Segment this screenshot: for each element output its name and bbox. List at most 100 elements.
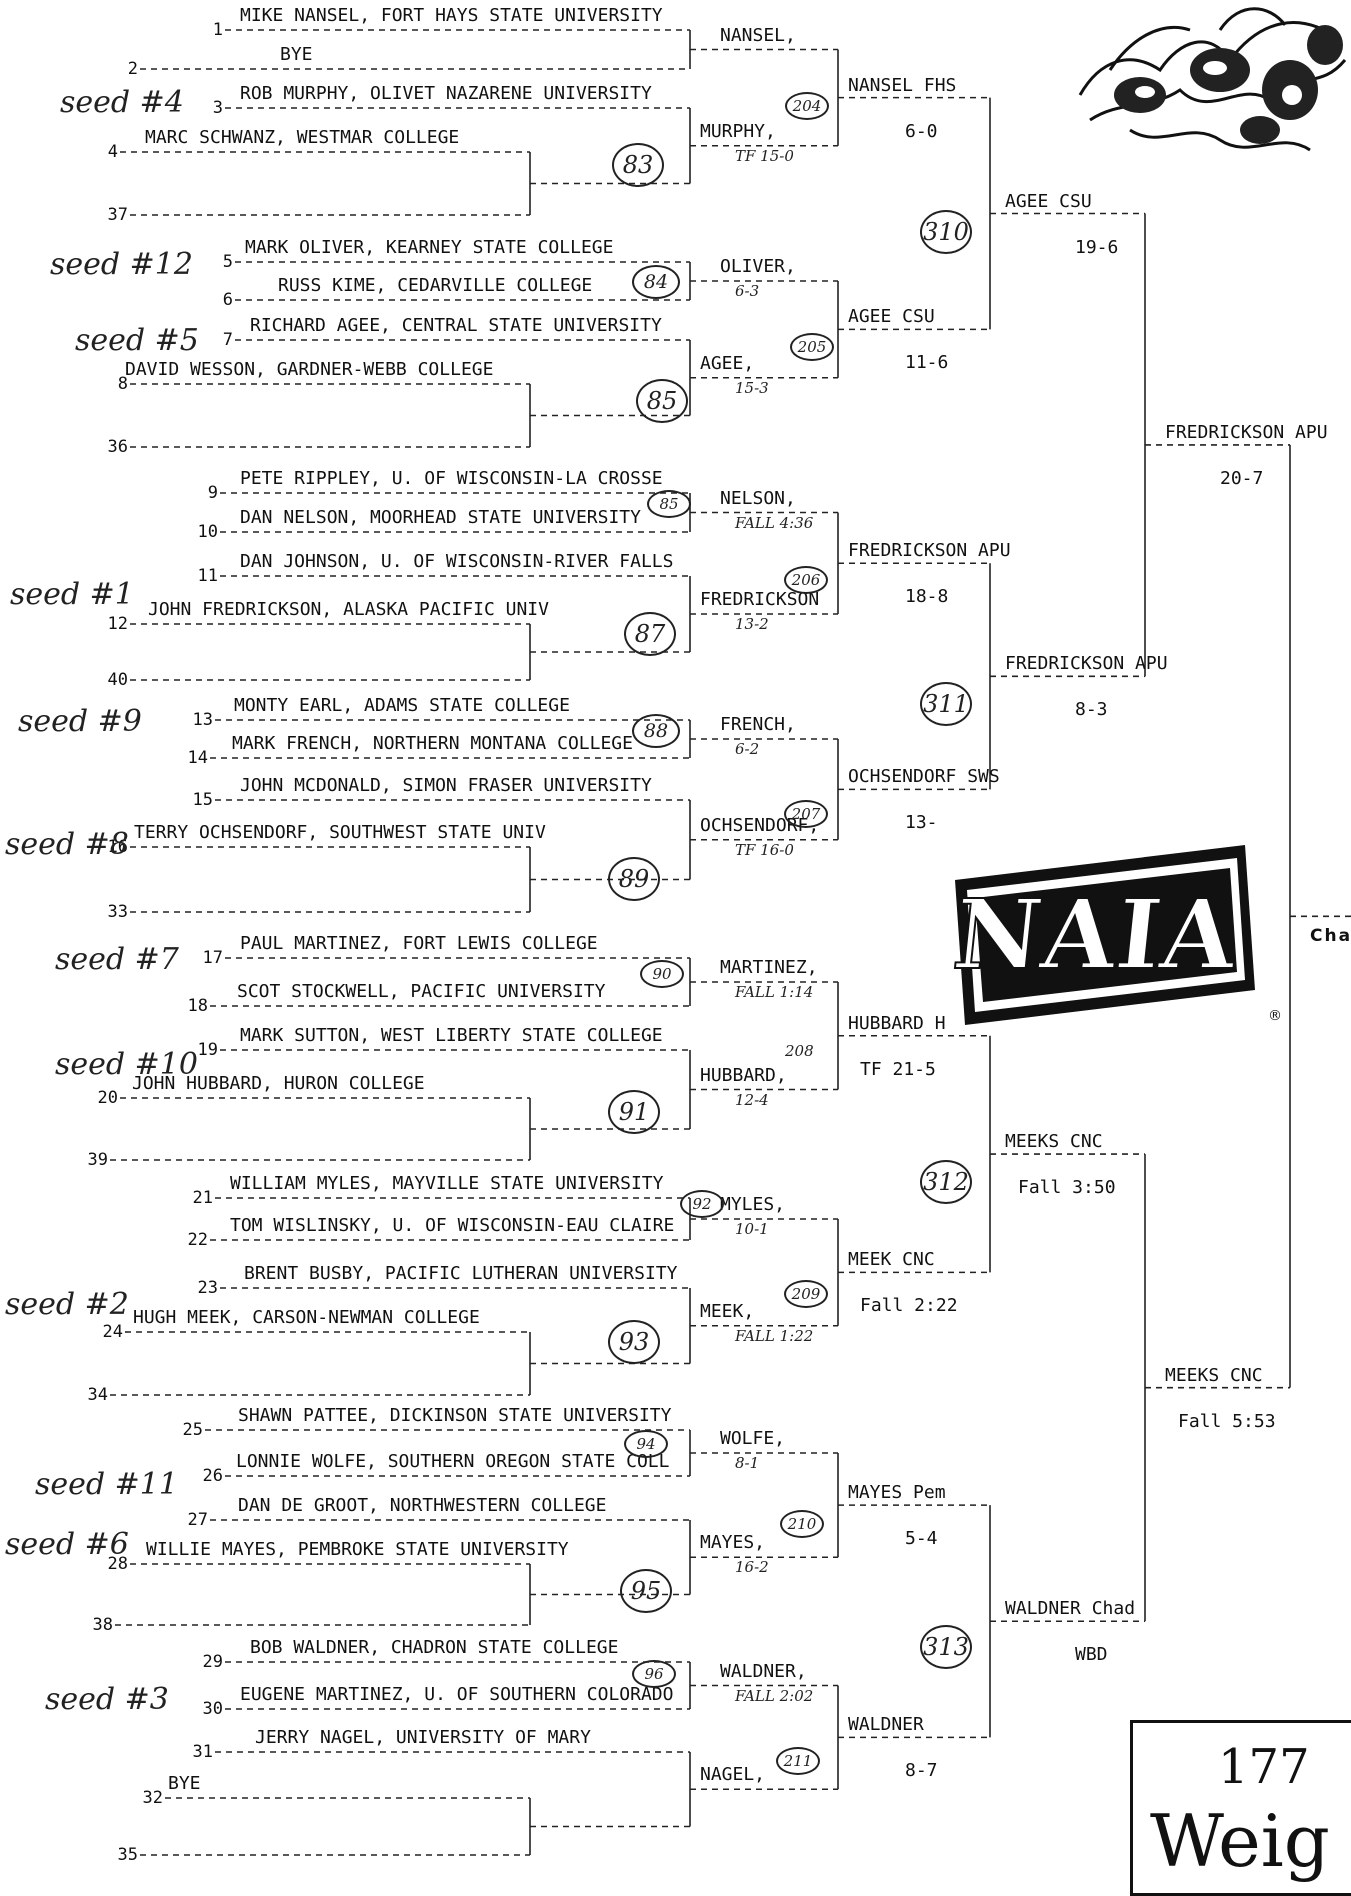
round1-winner: NELSON, [720,487,796,509]
slot-number: 5 [222,252,233,272]
round3-winner: AGEE CSU [1005,190,1092,212]
round2-score: 8-7 [905,1760,938,1782]
round1-winner: OLIVER, [720,256,796,277]
round1-score: FALL 4:36 [735,513,814,532]
seed-annotation: seed #9 [18,704,142,739]
wrestler-name: MARK SUTTON, WEST LIBERTY STATE COLLEGE [240,1025,663,1046]
wrestler-name: JERRY NAGEL, UNIVERSITY OF MARY [255,1727,591,1748]
slot-number: 23 [197,1278,218,1298]
round2-winner: HUBBARD H [848,1012,946,1034]
round2-winner: MEEK CNC [848,1249,935,1271]
bout-number-circle: 204 [785,92,829,120]
naia-logo-text: NAIA [948,878,1243,991]
round1-score: 13-2 [735,615,769,633]
bout-number-circle: 312 [920,1160,972,1204]
bout-number-circle: 85 [636,379,688,423]
slot-number: 8 [117,374,128,394]
round3-winner: WALDNER Chad [1005,1598,1136,1620]
wrestler-name: PAUL MARTINEZ, FORT LEWIS COLLEGE [240,933,598,954]
slot-number: 10 [197,522,218,542]
wrestler-name: MARK OLIVER, KEARNEY STATE COLLEGE [245,237,614,258]
round1-winner: NANSEL, [720,24,796,46]
bout-number-circle: 89 [608,857,660,901]
wrestler-name: MARC SCHWANZ, WESTMAR COLLEGE [145,127,460,148]
round2-winner: AGEE CSU [848,306,935,328]
bout-number-circle: 209 [784,1280,828,1308]
bout-number-circle: 205 [790,333,834,361]
round3-score: 8-3 [1075,699,1108,721]
seed-annotation: seed #7 [55,942,179,977]
seed-annotation: seed #6 [5,1527,129,1562]
round1-winner: HUBBARD, [700,1064,787,1086]
seed-annotation: seed #3 [45,1682,169,1717]
slot-number: 21 [192,1188,213,1208]
round1-winner: AGEE, [700,352,755,374]
slot-number: 17 [202,948,223,968]
round1-score: FALL 1:22 [735,1326,814,1345]
bout-number-circle: 90 [640,960,684,988]
wrestler-name: HUGH MEEK, CARSON-NEWMAN COLLEGE [133,1307,480,1328]
round2-winner: NANSEL FHS [848,74,957,96]
slot-number: 28 [107,1554,128,1574]
slot-number: 2 [127,59,138,79]
slot-number: 24 [102,1322,123,1342]
wrestler-name: TERRY OCHSENDORF, SOUTHWEST STATE UNIV [134,822,546,843]
round1-winner: MYLES, [720,1194,786,1215]
round2-winner: FREDRICKSON APU [848,540,1011,562]
naia-logo: NAIA [947,845,1255,1025]
slot-number: 29 [202,1652,223,1672]
round1-score: 15-3 [735,378,769,397]
slot-number: 40 [107,670,128,690]
round1-score: 16-2 [735,1558,769,1577]
round4-winner: MEEKS CNC [1165,1364,1263,1386]
round3-score: WBD [1075,1644,1108,1666]
round2-winner: OCHSENDORF SWS [848,766,1000,788]
wrestlers-artwork [1078,7,1347,152]
slot-number: 32 [142,1788,163,1808]
seed-annotation: seed #5 [75,323,199,358]
round1-winner: MURPHY, [700,120,776,142]
round1-winner: MEEK, [700,1300,755,1322]
bout-number-circle: 206 [784,566,828,594]
slot-number: 35 [117,1845,138,1865]
round1-winner: NAGEL, [700,1764,766,1786]
slot-number: 22 [187,1230,208,1250]
wrestler-name: DAN DE GROOT, NORTHWESTERN COLLEGE [238,1495,607,1516]
round1-score: 10-1 [735,1220,769,1238]
weight-class-number: 177 [1218,1739,1310,1795]
slot-number: 6 [222,290,233,310]
round1-winner: FRENCH, [720,714,796,735]
slot-number: 14 [187,748,208,768]
wrestler-name: RICHARD AGEE, CENTRAL STATE UNIVERSITY [250,315,662,336]
bout-number-circle: 91 [608,1090,660,1134]
wrestler-name: DAVID WESSON, GARDNER-WEBB COLLEGE [125,359,494,380]
round2-score: TF 21-5 [860,1058,936,1080]
bout-number-circle: 93 [608,1320,660,1364]
wrestler-name: JOHN HUBBARD, HURON COLLEGE [132,1073,425,1094]
round1-winner: MARTINEZ, [720,957,818,978]
slot-number: 4 [107,142,118,162]
slot-number: 19 [197,1040,218,1060]
wrestler-name: TOM WISLINSKY, U. OF WISCONSIN-EAU CLAIR… [230,1215,675,1236]
seed-annotation: seed #4 [60,85,184,120]
round2-winner: WALDNER [848,1714,924,1736]
round1-score: 6-2 [735,740,760,758]
round1-score: 12-4 [735,1090,769,1109]
wrestler-name: JOHN MCDONALD, SIMON FRASER UNIVERSITY [240,775,652,796]
wrestler-name: BRENT BUSBY, PACIFIC LUTHERAN UNIVERSITY [244,1263,678,1284]
slot-number: 9 [207,483,218,503]
round1-winner: WOLFE, [720,1428,786,1449]
round2-score: 6-0 [905,120,938,142]
round1-score: 6-3 [735,282,760,300]
slot-number: 26 [202,1466,223,1486]
wrestler-name: DAN NELSON, MOORHEAD STATE UNIVERSITY [240,507,641,528]
round2-score: 13- [905,812,938,834]
bout-number-circle: 96 [632,1660,676,1688]
round1-winner: MAYES, [700,1532,766,1554]
slot-number: 15 [192,790,213,810]
bout-number-circle: 211 [776,1747,820,1775]
bout-number-circle: 95 [620,1569,672,1613]
bout-number-circle: 88 [632,714,680,748]
bout-number-circle: 84 [632,265,680,299]
